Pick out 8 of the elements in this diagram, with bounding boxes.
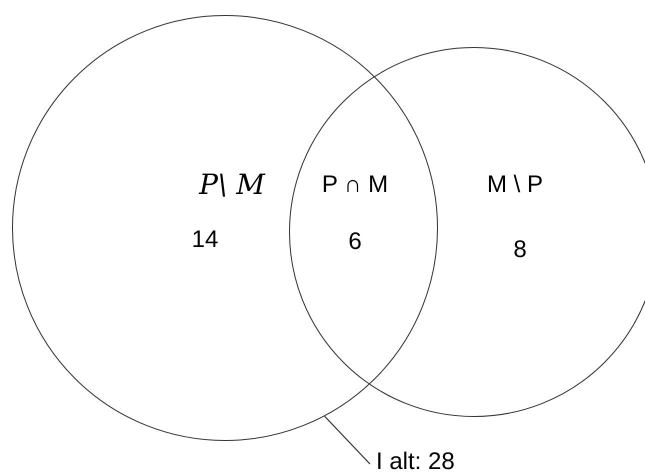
count-label: 6 <box>348 230 362 254</box>
region-label: P\ M <box>199 171 265 199</box>
leader-line <box>324 416 370 464</box>
total-label: I alt: 28 <box>376 450 455 474</box>
region-label: P ∩ M <box>322 173 388 197</box>
region-label: M \ P <box>487 173 543 197</box>
count-label: 8 <box>513 238 527 262</box>
count-label: 14 <box>192 228 218 252</box>
